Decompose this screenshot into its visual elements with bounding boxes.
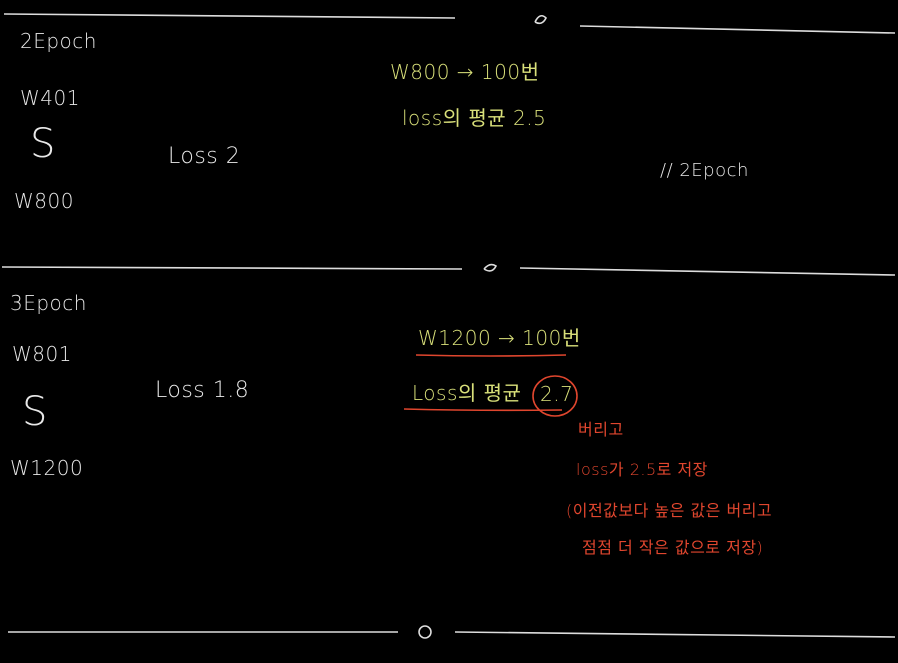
- bottom-divider-right: [454, 631, 896, 638]
- section1-line1: W800 → 100번: [390, 60, 540, 84]
- section1-title: 2Epoch: [20, 29, 97, 53]
- section2-note3: (이전값보다 높은 값은 버리고: [566, 501, 773, 520]
- section2-line2-value: 2.7: [540, 382, 574, 406]
- section2-range-symbol: S: [22, 389, 48, 435]
- top-divider-right: [579, 25, 896, 34]
- underline-w1200: [415, 354, 567, 357]
- bottom-divider-mark: [418, 625, 432, 639]
- section2-w-end: W1200: [10, 456, 84, 480]
- section1-w-end: W800: [14, 189, 74, 213]
- section2-loss: Loss 1.8: [155, 378, 250, 403]
- section2-note1: 버리고: [578, 420, 624, 439]
- underline-loss-avg: [403, 408, 563, 412]
- top-divider-left: [3, 13, 456, 19]
- middle-divider-left: [1, 266, 463, 270]
- section2-line2-prefix: Loss의 평균: [412, 381, 522, 405]
- section1-range-symbol: S: [30, 121, 56, 167]
- section2-note4: 점점 더 작은 값으로 저장): [582, 538, 764, 557]
- section2-line1: W1200 → 100번: [418, 326, 581, 350]
- section2-w-start: W801: [12, 342, 72, 366]
- middle-divider-right: [519, 267, 896, 276]
- section1-w-start: W401: [20, 86, 80, 110]
- section2-title: 3Epoch: [10, 291, 87, 315]
- section2-note2: loss가 2.5로 저장: [576, 460, 708, 479]
- middle-divider-mark: [483, 263, 498, 272]
- section1-line2: loss의 평균 2.5: [402, 106, 547, 130]
- section1-side-note: // 2Epoch: [660, 160, 749, 181]
- section1-loss: Loss 2: [168, 144, 241, 169]
- top-divider-mark: [534, 14, 547, 25]
